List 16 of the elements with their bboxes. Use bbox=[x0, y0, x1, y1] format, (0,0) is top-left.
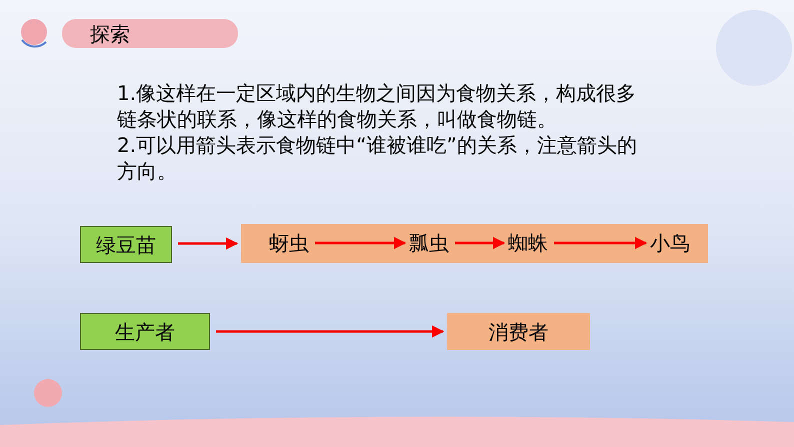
organism-label: 小鸟 bbox=[650, 231, 690, 255]
heading-pill: 探索 bbox=[62, 19, 238, 48]
producer-box: 生产者 bbox=[80, 313, 210, 350]
organism-label: 蚜虫 bbox=[269, 231, 309, 255]
paragraph: 1.像这样在一定区域内的生物之间因为食物关系，构成很多链条状的联系，像这样的食物关系，叫做食物链。 bbox=[117, 80, 638, 132]
producer-box: 绿豆苗 bbox=[80, 226, 172, 263]
paragraph: 2.可以用箭头表示食物链中“谁被谁吃”的关系，注意箭头的方向。 bbox=[117, 132, 638, 184]
organism-label: 蜘蛛 bbox=[508, 231, 548, 255]
arrow bbox=[216, 325, 444, 338]
food-chain-band bbox=[241, 224, 708, 263]
arrow bbox=[178, 237, 238, 250]
arrow bbox=[315, 236, 406, 250]
arrow bbox=[554, 236, 648, 250]
consumer-box: 消费者 bbox=[447, 313, 590, 350]
organism-label: 瓢虫 bbox=[409, 231, 449, 255]
arrow bbox=[455, 236, 506, 250]
